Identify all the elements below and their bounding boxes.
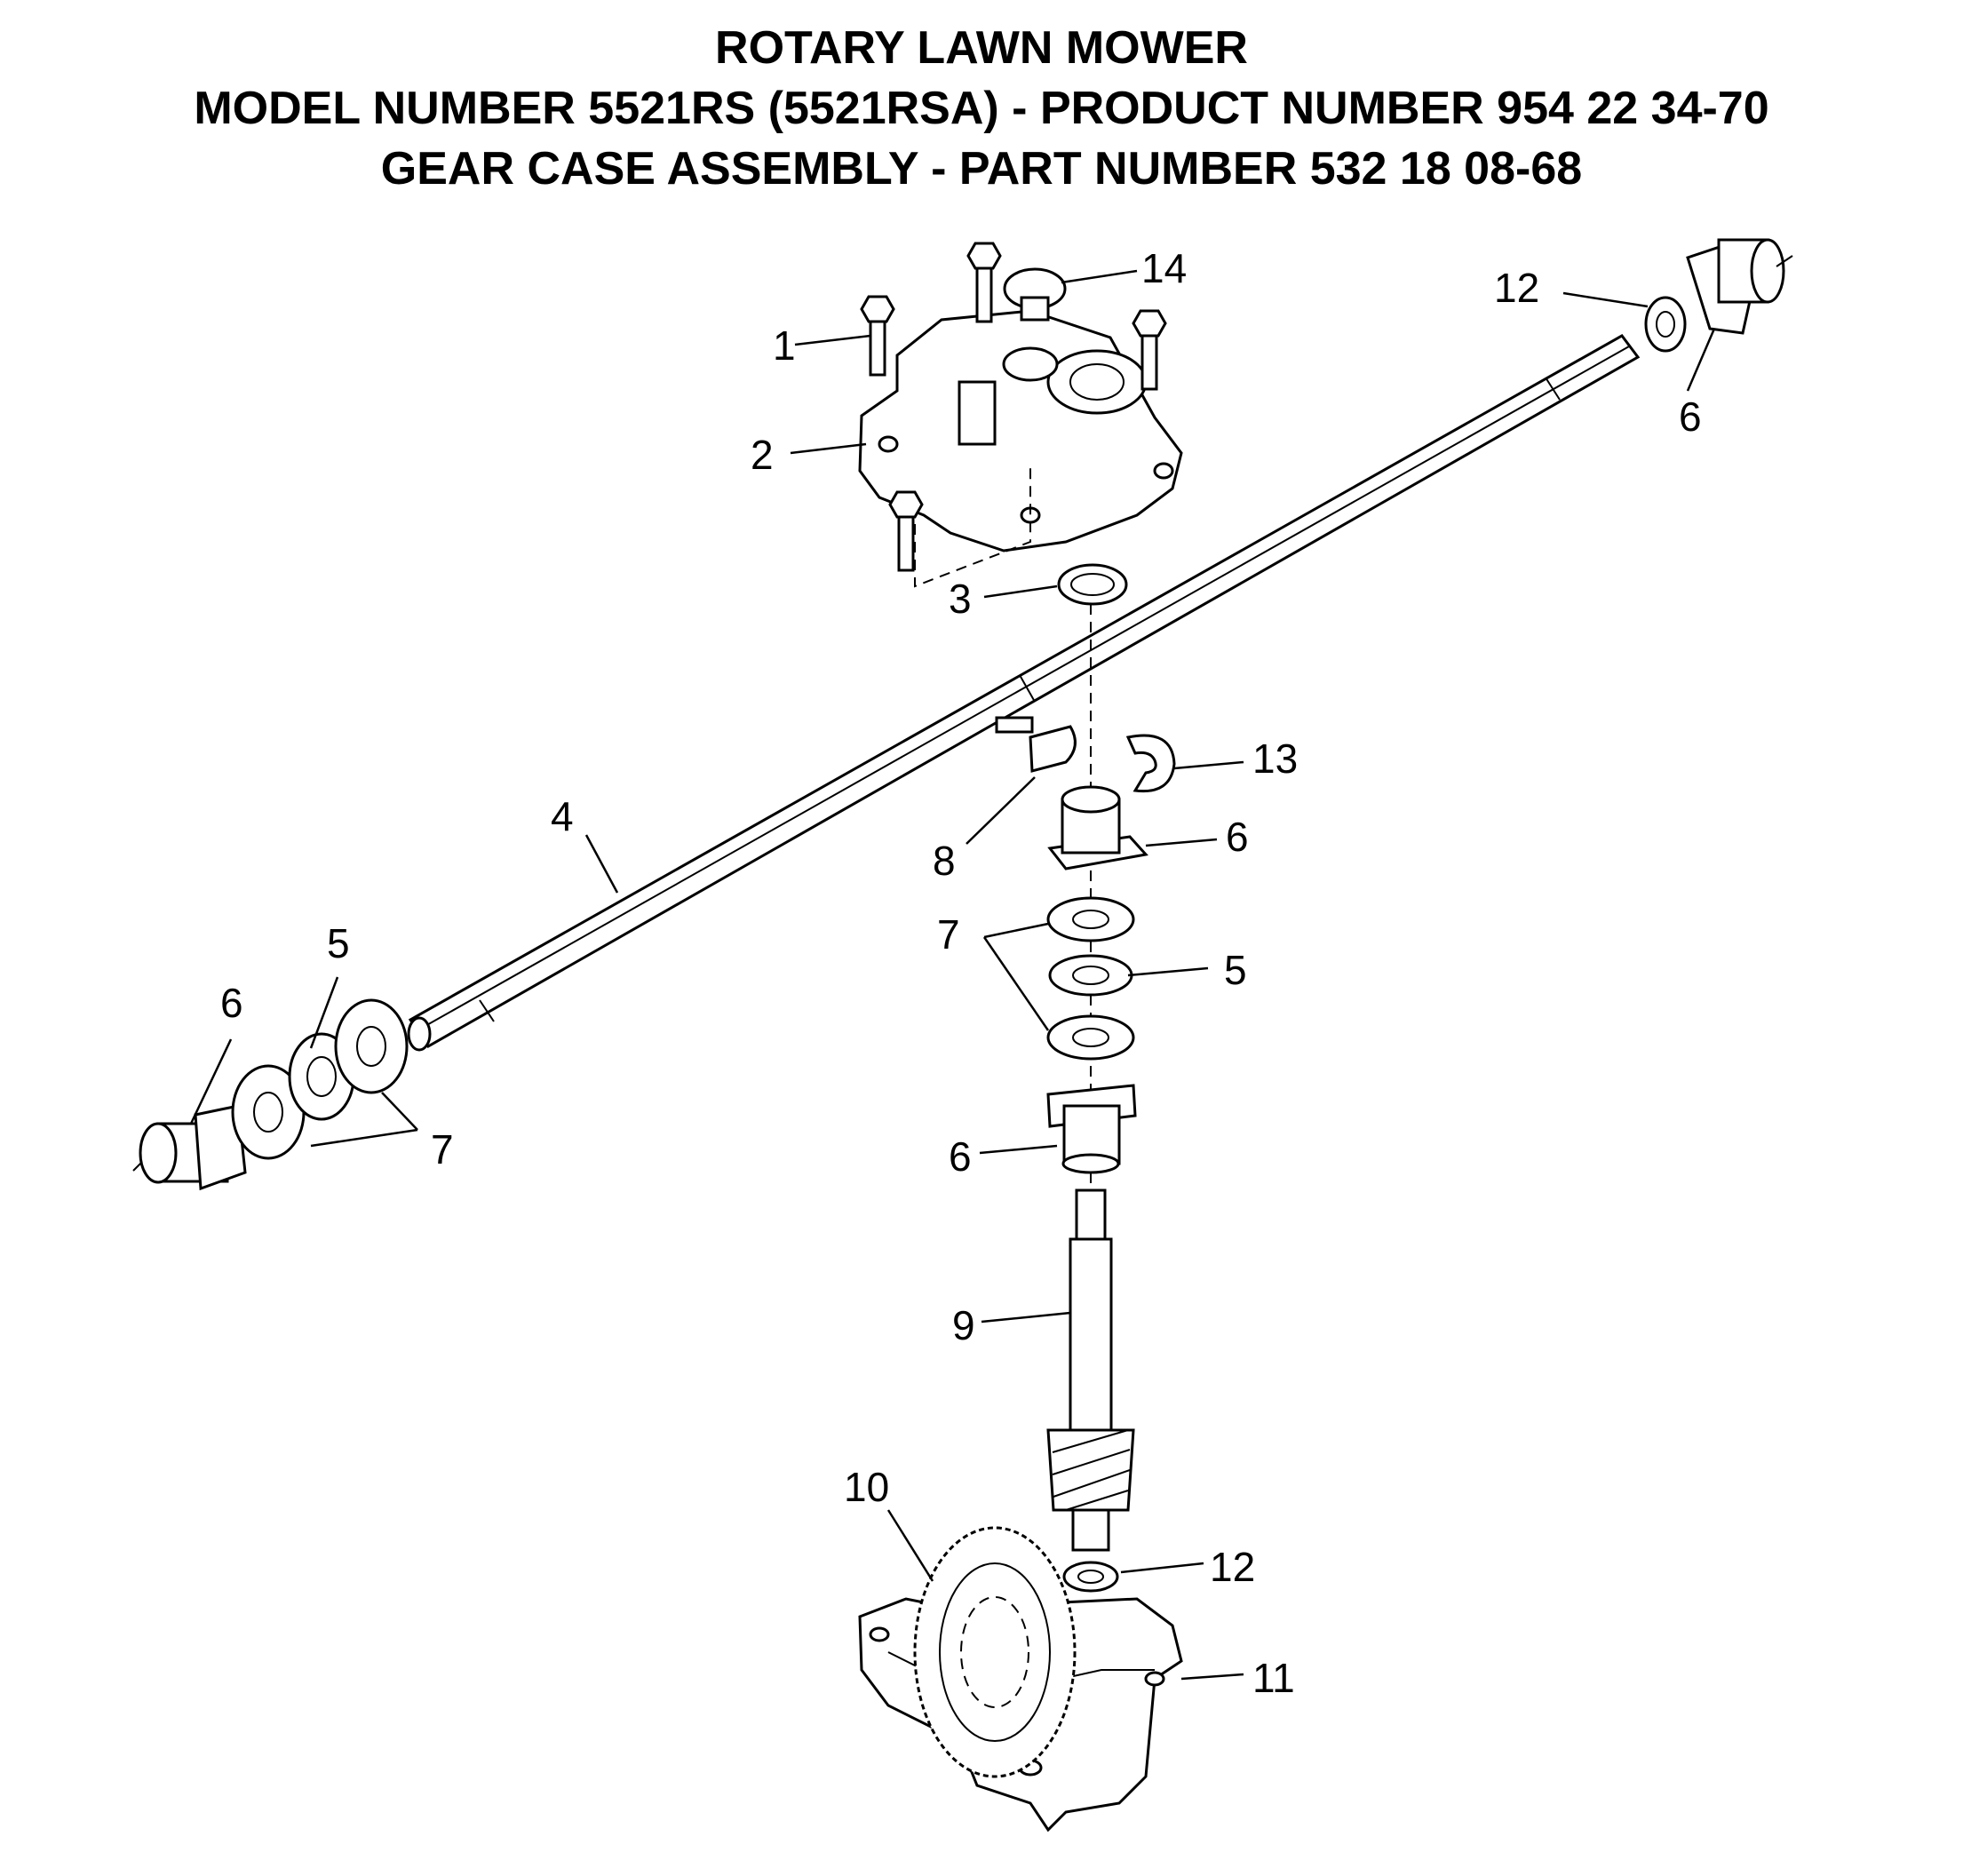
thrust-washer-upper xyxy=(1046,896,1135,942)
callout-13: 13 xyxy=(1252,735,1298,782)
callout-labels: 1 2 3 4 5 5 6 6 6 6 7 7 8 9 10 11 12 12 … xyxy=(220,245,1702,1701)
callout-4: 4 xyxy=(551,793,574,839)
callout-8: 8 xyxy=(933,838,956,884)
thrust-washer-left-outer xyxy=(231,1064,306,1160)
bolt-2 xyxy=(966,242,1002,323)
callout-6-mid-upper: 6 xyxy=(1226,814,1249,860)
callout-9: 9 xyxy=(952,1302,975,1348)
bolt-1 xyxy=(860,295,895,377)
callout-11: 11 xyxy=(1252,1655,1295,1701)
leader-lines xyxy=(189,269,1716,1681)
bolt-4 xyxy=(888,490,924,572)
flange-bushing-upper xyxy=(1047,785,1148,870)
bolt-3 xyxy=(1132,309,1167,391)
thrust-washer-left-inner xyxy=(334,998,409,1094)
flange-bushing-lower xyxy=(1046,1084,1137,1174)
callout-7-left: 7 xyxy=(431,1126,454,1172)
woodruff-key xyxy=(995,716,1077,773)
retaining-ring xyxy=(1125,734,1176,793)
title-line-3: GEAR CASE ASSEMBLY - PART NUMBER 532 18 … xyxy=(380,143,1583,195)
title-line-1: ROTARY LAWN MOWER xyxy=(715,22,1248,74)
oil-seal xyxy=(1057,563,1128,606)
worm-gear xyxy=(913,1526,1077,1778)
callout-2: 2 xyxy=(751,432,774,478)
vent-plug xyxy=(1003,267,1067,322)
thrust-washer-shaft xyxy=(1062,1561,1119,1593)
callout-6-left: 6 xyxy=(220,980,243,1026)
callout-12-top: 12 xyxy=(1494,265,1539,311)
callout-5-left: 5 xyxy=(327,920,350,966)
washer-right-end xyxy=(1644,296,1687,353)
title-line-2: MODEL NUMBER 5521RS (5521RSA) - PRODUCT … xyxy=(194,83,1769,134)
axle-shaft xyxy=(407,334,1641,1052)
callout-7-mid: 7 xyxy=(937,911,960,958)
flange-bushing-right xyxy=(1686,238,1793,335)
flange-bushing-left xyxy=(132,1104,247,1191)
callout-1: 1 xyxy=(773,322,796,369)
worm-shaft xyxy=(1046,1188,1135,1552)
thrust-washer-lower xyxy=(1046,1014,1135,1061)
callout-5-right: 5 xyxy=(1224,947,1247,993)
callout-6-top-right: 6 xyxy=(1679,393,1702,440)
diagram-header: ROTARY LAWN MOWER MODEL NUMBER 5521RS (5… xyxy=(0,18,1963,199)
callout-3: 3 xyxy=(949,576,972,622)
callout-12-bottom: 12 xyxy=(1210,1544,1255,1590)
bearing-cage xyxy=(1048,954,1133,997)
callout-10: 10 xyxy=(844,1464,889,1510)
cover-bolts xyxy=(860,242,1167,572)
callout-14: 14 xyxy=(1141,245,1187,291)
callout-6-mid-lower: 6 xyxy=(949,1133,972,1180)
